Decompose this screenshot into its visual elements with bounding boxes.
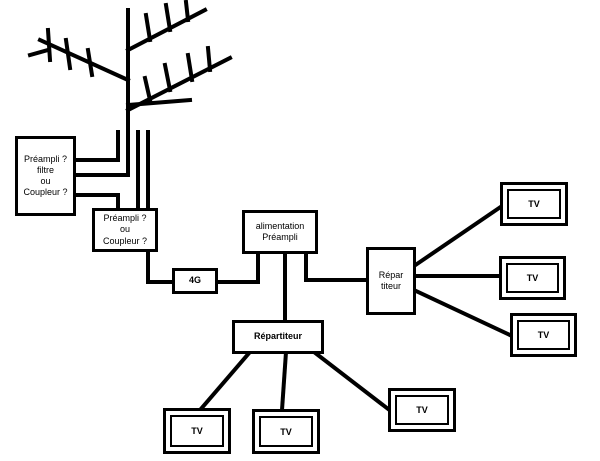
tv-icon: TV <box>388 388 456 432</box>
tv-icon: TV <box>499 256 566 300</box>
tv-label: TV <box>537 330 550 340</box>
node-line: Préampli <box>262 232 298 242</box>
filtre-4g-box: 4G <box>172 268 218 294</box>
node-line: titeur <box>380 281 401 291</box>
node-line: filtre <box>36 164 54 175</box>
node-line: Coupleur ? <box>102 235 148 246</box>
node-line: Préampli ? <box>103 213 147 224</box>
node-line: Coupleur ? <box>23 187 68 198</box>
repartiteur-bas-box: Répartiteur <box>232 320 324 354</box>
tv-icon: TV <box>163 408 231 454</box>
tv-icon: TV <box>500 182 568 226</box>
alimentation-box: alimentation Préampli <box>242 210 318 254</box>
node-line: ou <box>40 176 51 186</box>
tv-icon: TV <box>252 409 320 454</box>
node-label: 4G <box>188 275 201 286</box>
node-line: Répar <box>378 269 404 280</box>
tv-icon: TV <box>510 313 577 357</box>
preampli-filtre-box: Préampli ? filtre ou Coupleur ? <box>15 136 76 216</box>
tv-label: TV <box>280 426 292 437</box>
tv-label: TV <box>191 426 203 436</box>
repartiteur-droite-box: Répar titeur <box>366 247 416 315</box>
node-label: Répartiteur <box>253 331 302 342</box>
preampli-coupleur-box: Préampli ? ou Coupleur ? <box>92 208 158 252</box>
tv-label: TV <box>526 273 539 283</box>
node-line: alimentation <box>255 220 305 231</box>
node-line: Préampli ? <box>23 153 68 164</box>
tv-label: TV <box>416 405 428 415</box>
tv-label: TV <box>528 199 540 209</box>
node-line: ou <box>119 224 130 235</box>
antenna-icon <box>27 0 233 132</box>
